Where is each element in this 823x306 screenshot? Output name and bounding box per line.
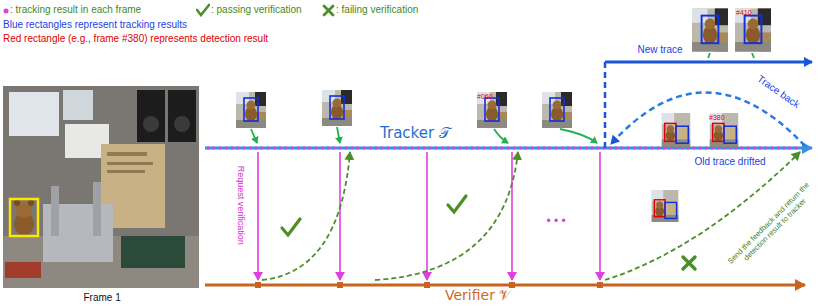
edge-label: Send the feedback and return the detecti… bbox=[723, 178, 820, 275]
request-arrow bbox=[426, 152, 428, 280]
trace-label: New trace bbox=[638, 44, 683, 56]
cross-mark bbox=[683, 257, 695, 269]
verifier-ticks bbox=[255, 282, 603, 288]
legend-cross bbox=[324, 6, 333, 15]
frame-photo bbox=[3, 86, 199, 288]
verifier-band: Verifier 𝒱 bbox=[205, 280, 810, 306]
frame-thumbnail bbox=[692, 8, 728, 51]
thumbnail-arrows bbox=[251, 53, 754, 143]
feedback-arc bbox=[262, 152, 350, 280]
legend-check bbox=[197, 5, 209, 15]
trace-back-arc bbox=[611, 92, 805, 146]
legend-check bbox=[196, 3, 210, 17]
legend-text: : failing verification bbox=[336, 4, 418, 16]
frame-thumbnail bbox=[477, 92, 507, 128]
frame-thumbnail bbox=[236, 92, 266, 128]
band-title: Verifier 𝒱 bbox=[445, 288, 511, 303]
trace-label: Trace back bbox=[755, 73, 802, 111]
check-mark bbox=[282, 219, 300, 235]
request-arrow bbox=[599, 152, 601, 280]
request-arrow bbox=[511, 152, 513, 280]
legend-text: : passing verification bbox=[211, 4, 302, 16]
note-text: Blue rectangles represent tracking resul… bbox=[3, 19, 187, 31]
frame-thumbnail bbox=[710, 113, 738, 147]
trace-label: Old trace drifted bbox=[695, 156, 766, 168]
band-title: Tracker 𝒯 bbox=[380, 125, 450, 142]
legend-dot bbox=[4, 9, 9, 14]
legend-cross bbox=[322, 3, 336, 17]
frame-thumbnail bbox=[322, 90, 352, 126]
frame-number: #060 bbox=[477, 93, 493, 101]
verifier-line bbox=[205, 284, 805, 287]
frame-thumbnail bbox=[735, 8, 771, 51]
note-text: Red rectangle (e.g., frame #380) represe… bbox=[3, 33, 268, 45]
request-arrow bbox=[257, 152, 259, 280]
frame-caption: Frame 1 bbox=[84, 292, 121, 304]
frame-number: #410 bbox=[736, 9, 752, 17]
new-trace-branch bbox=[604, 62, 607, 148]
check-mark bbox=[448, 196, 466, 212]
new-trace-line bbox=[605, 61, 812, 64]
feedback-arc bbox=[375, 152, 518, 280]
frame-thumbnail bbox=[542, 92, 572, 128]
request-arrow bbox=[339, 152, 341, 280]
tracker-band: Tracker 𝒯 bbox=[205, 122, 815, 152]
frame-thumbnail bbox=[662, 113, 690, 147]
frame-thumbnail bbox=[652, 190, 679, 222]
frame-number: #380 bbox=[709, 114, 725, 122]
legend-text: : tracking result in each frame bbox=[10, 4, 141, 16]
ellipsis-dots: • • • bbox=[547, 215, 566, 229]
request-label: Request verification bbox=[235, 166, 245, 245]
